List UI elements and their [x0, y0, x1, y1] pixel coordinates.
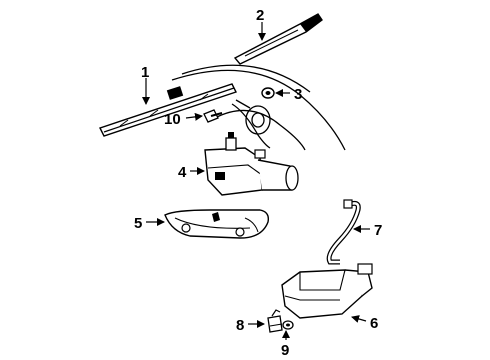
callout-2: 2	[256, 7, 264, 24]
callout-labels: 1 2 3 4 5 6 7 8 9 10	[134, 7, 382, 359]
callout-1: 1	[141, 64, 149, 81]
callout-6: 6	[370, 315, 378, 332]
bolt	[203, 109, 223, 123]
leader-6	[351, 315, 367, 323]
callout-4: 4	[178, 164, 187, 181]
callout-3: 3	[294, 86, 302, 103]
callout-9: 9	[281, 342, 289, 359]
callout-10: 10	[164, 111, 181, 128]
wiper-blade	[99, 83, 237, 137]
motor-cover	[164, 209, 270, 239]
leader-10	[185, 112, 203, 121]
pivot-cap	[261, 87, 275, 99]
washer-pump	[267, 309, 283, 333]
callout-5: 5	[134, 215, 142, 232]
callout-7: 7	[374, 222, 382, 239]
wiper-arm	[233, 13, 323, 65]
callout-8: 8	[236, 317, 244, 334]
hatch-outline	[171, 64, 346, 151]
pivot-assembly	[231, 99, 271, 149]
wiper-motor	[204, 132, 299, 196]
grommet	[282, 320, 294, 330]
leader-lines	[142, 22, 370, 340]
washer-reservoir	[281, 263, 373, 319]
washer-hose	[326, 199, 361, 265]
